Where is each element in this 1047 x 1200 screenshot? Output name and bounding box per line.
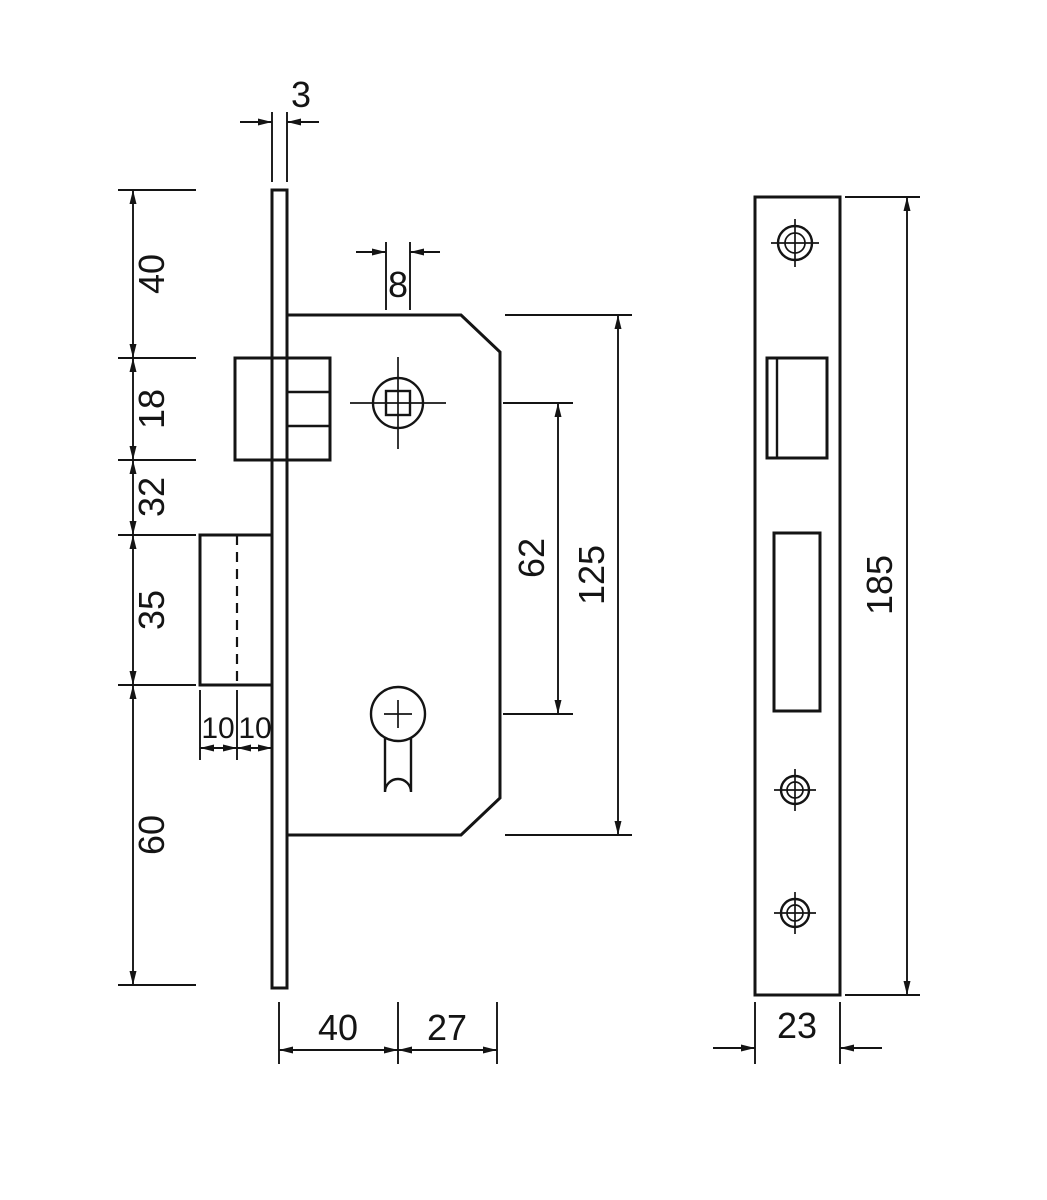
latch-opening [765, 356, 829, 460]
faceplate-front [753, 195, 842, 997]
dim-label-35: 35 [131, 590, 172, 630]
dim-case-height-125: 125 [505, 314, 632, 836]
side-view: 3 8 40 18 32 35 60 [118, 74, 632, 1064]
dim-label-32: 32 [131, 477, 172, 517]
dim-faceplate-width: 23 [713, 1002, 882, 1064]
dim-label-follower-hole: 8 [388, 264, 408, 305]
dim-chain-left: 40 18 32 35 60 [118, 189, 196, 986]
dim-label-125: 125 [571, 545, 612, 605]
dim-follower-hole: 8 [356, 242, 440, 310]
dim-label-18: 18 [131, 389, 172, 429]
screw-hole-middle [774, 769, 816, 811]
screw-hole-bottom [774, 892, 816, 934]
dim-label-27: 27 [427, 1007, 467, 1048]
screw-hole-top [771, 219, 819, 267]
latch-bolt [233, 356, 332, 462]
dim-label-40-top: 40 [131, 254, 172, 294]
dim-label-23: 23 [777, 1005, 817, 1046]
spindle-follower-hole [350, 357, 446, 449]
euro-cylinder-hole [369, 685, 427, 793]
front-view: 185 23 [713, 195, 920, 1064]
dim-backset-row: 40 27 [278, 1002, 498, 1064]
dim-plate-thickness: 3 [240, 74, 319, 182]
dim-deadbolt-splits: 10 10 [199, 690, 273, 760]
dim-centers-62: 62 [503, 402, 573, 715]
dim-label-60: 60 [131, 815, 172, 855]
dim-faceplate-height: 185 [845, 196, 920, 996]
faceplate-side [270, 188, 289, 990]
dim-label-plate-thickness: 3 [291, 74, 311, 115]
dim-label-10-right: 10 [238, 712, 271, 745]
dim-label-185: 185 [859, 555, 900, 615]
dim-label-62: 62 [511, 538, 552, 578]
deadbolt [198, 533, 274, 687]
dim-label-backset-40: 40 [318, 1007, 358, 1048]
deadbolt-opening [772, 531, 822, 713]
dim-label-10-left: 10 [201, 712, 234, 745]
